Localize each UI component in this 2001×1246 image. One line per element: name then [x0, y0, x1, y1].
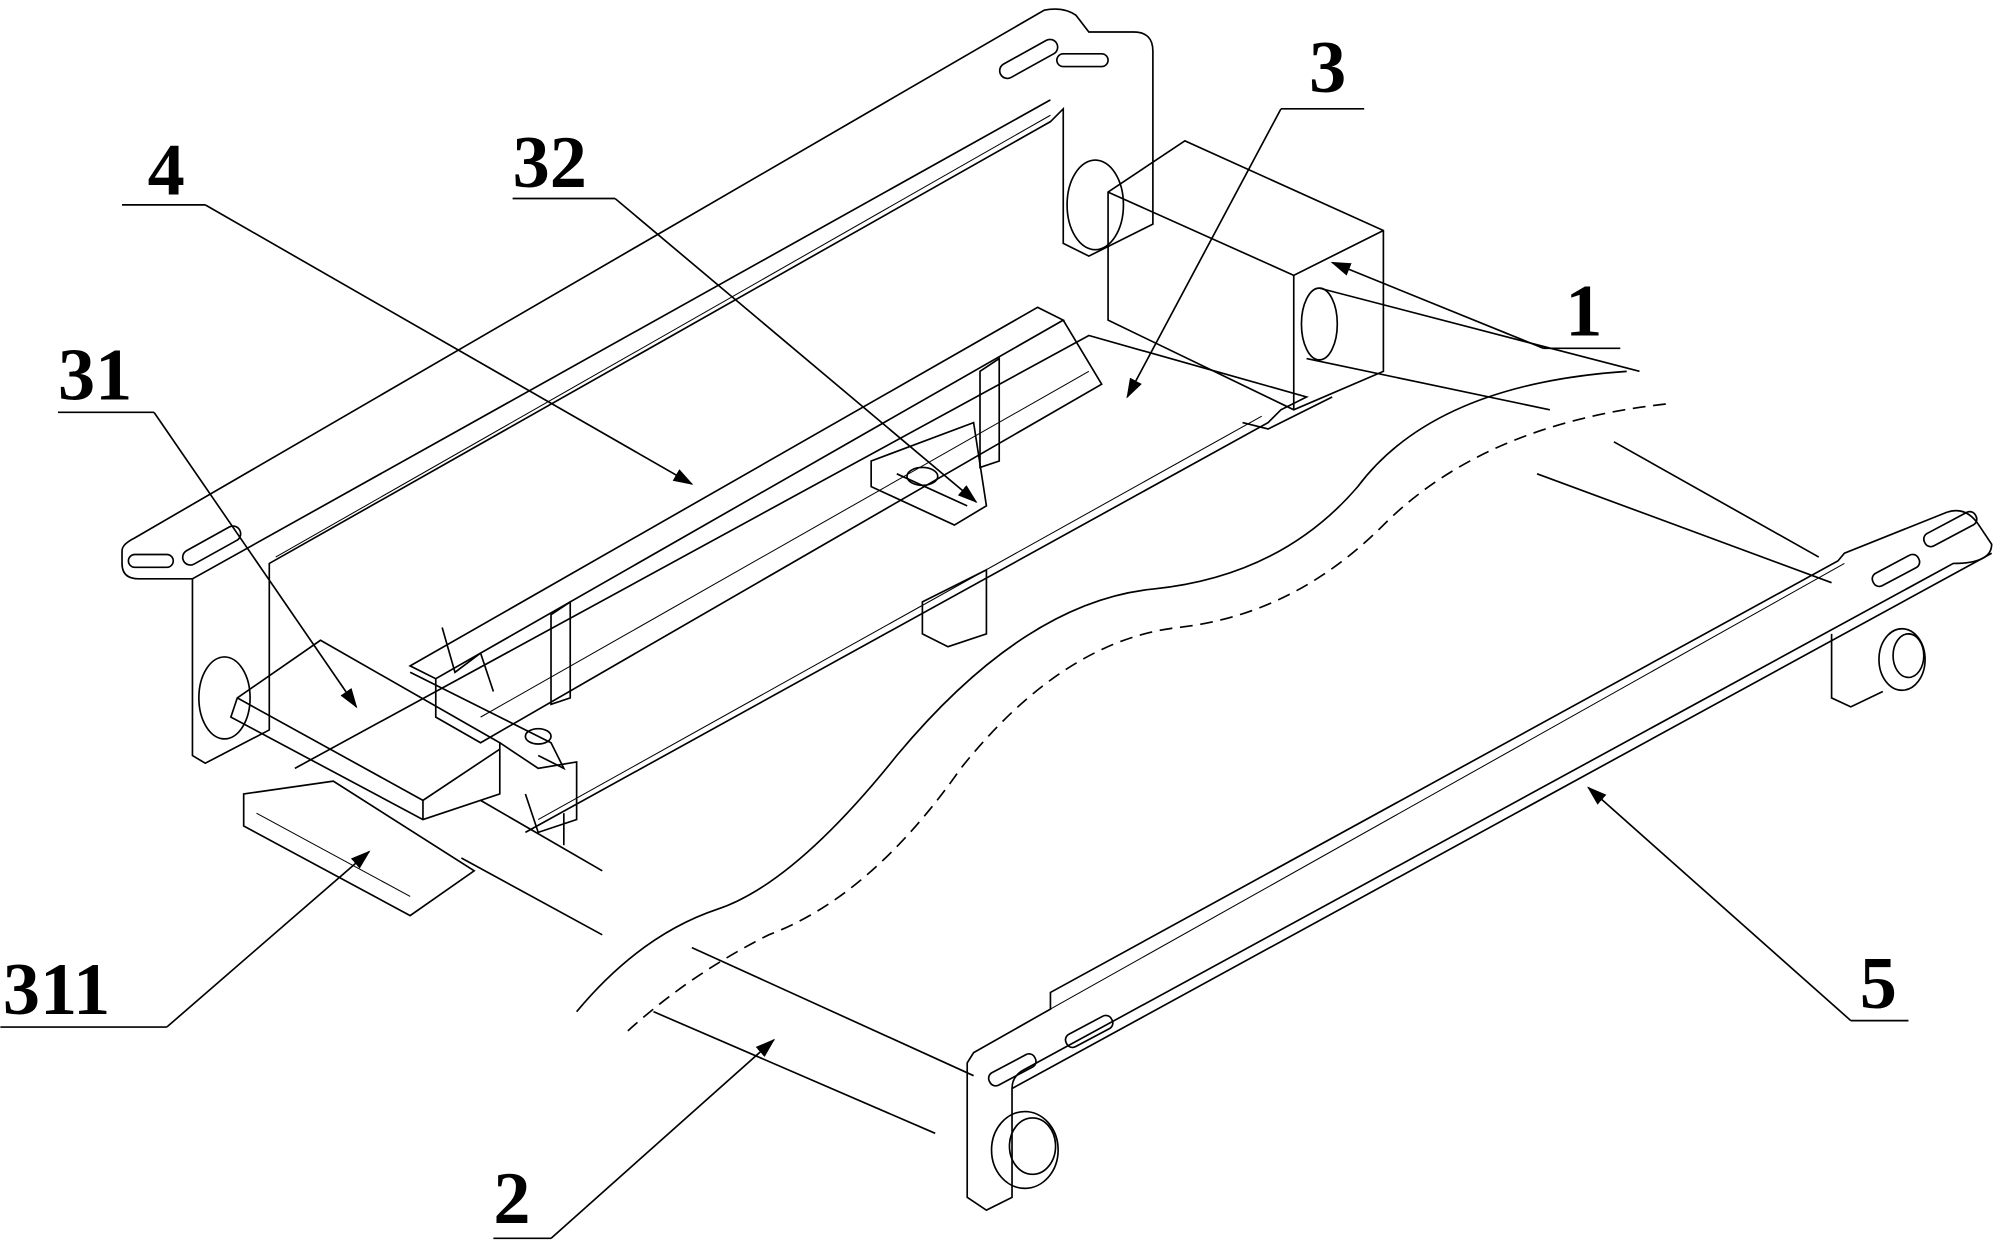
- tube-2: [460, 799, 974, 1135]
- label-31: 31: [58, 335, 132, 417]
- label-32: 32: [513, 122, 587, 204]
- rail-4: [408, 306, 1103, 744]
- label-2: 2: [493, 1158, 530, 1240]
- hinge-32: [409, 421, 988, 771]
- mount-plate-3: [294, 334, 1309, 846]
- callouts: [0, 108, 1909, 1240]
- rear-bracket: [121, 8, 1154, 765]
- label-5: 5: [1860, 943, 1897, 1025]
- label-3: 3: [1309, 27, 1346, 109]
- label-1: 1: [1565, 271, 1602, 353]
- label-4: 4: [148, 130, 185, 212]
- front-bracket-5: [966, 509, 1993, 1212]
- break-lines: [575, 370, 1672, 1032]
- block-31: [198, 639, 578, 917]
- tube-1: [1300, 287, 1832, 584]
- block-1: [1066, 139, 1385, 430]
- label-311: 311: [3, 949, 110, 1031]
